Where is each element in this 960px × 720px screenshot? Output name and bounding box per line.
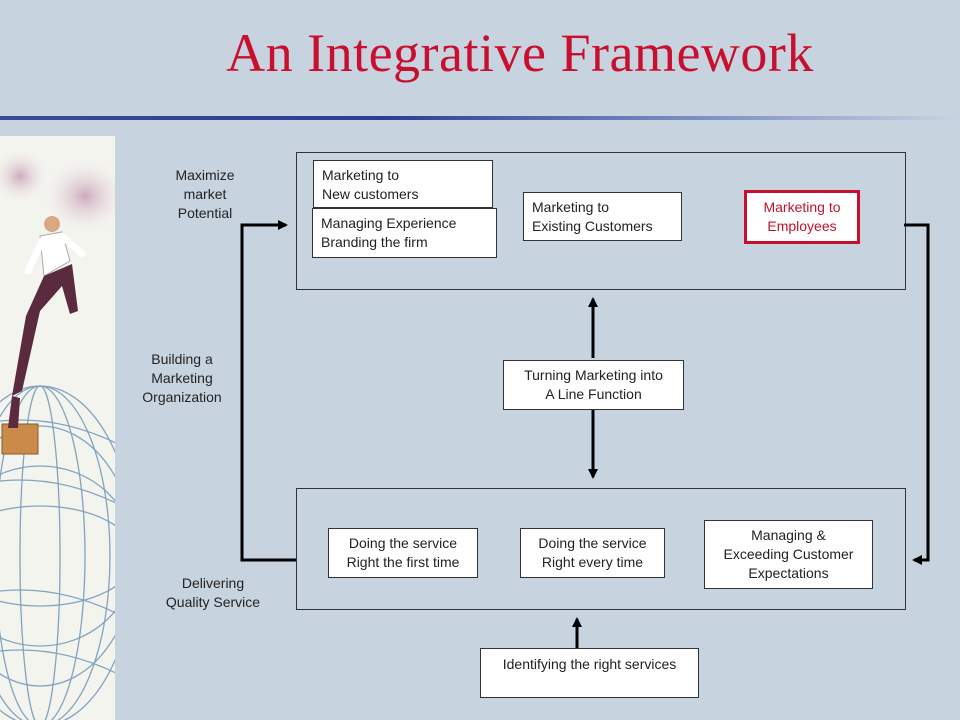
label-maximize-market-potential: Maximize market Potential <box>175 167 235 221</box>
climber-illustration <box>0 136 115 720</box>
box-identifying-right-services: Identifying the right services <box>480 648 699 698</box>
box-managing-experience: Managing Experience Branding the firm <box>312 208 497 258</box>
box-marketing-new-customers: Marketing to New customers <box>313 160 493 208</box>
slide-title: An Integrative Framework <box>226 23 814 83</box>
box-exceeding-expectations: Managing & Exceeding Customer Expectatio… <box>704 520 873 589</box>
label-delivering-quality-service: Delivering Quality Service <box>165 575 261 610</box>
box-right-first-time: Doing the service Right the first time <box>328 528 478 578</box>
box-marketing-existing-customers: Marketing to Existing Customers <box>523 192 682 241</box>
box-right-every-time: Doing the service Right every time <box>520 528 665 578</box>
box-line-function: Turning Marketing into A Line Function <box>503 360 684 410</box>
box-marketing-employees: Marketing to Employees <box>744 190 860 244</box>
title-divider <box>0 116 960 120</box>
label-building-marketing-organization: Building a Marketing Organization <box>142 351 222 405</box>
